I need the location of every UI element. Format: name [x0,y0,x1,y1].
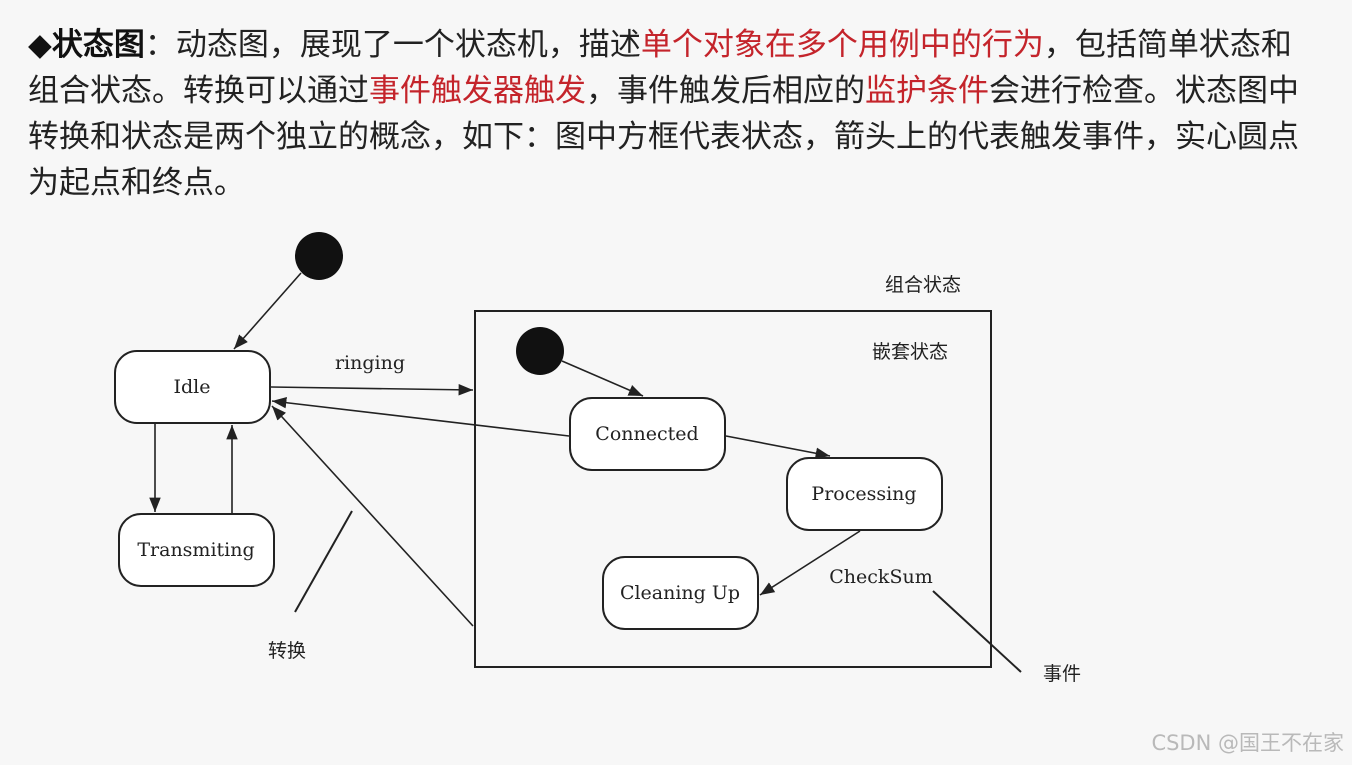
arrow-start-to-idle [233,272,302,350]
state-cleaning-up [602,556,759,630]
ringing-event-label: ringing [335,352,405,374]
composite-state-label: 组合状态 [885,274,961,296]
intro-text-4: 会进行检查。状态图中转换和状态是两个独立的概念，如下：图中方框代表状态，箭头上的… [28,73,1299,201]
arrow-composite-to-idle [271,405,474,627]
intro-text-3: ，事件触发后相应的 [586,73,865,109]
intro-highlight-2: 事件触发器触发 [369,73,586,109]
arrow-nested-start-to-connected [561,360,644,397]
arrow-idle-to-composite [270,384,474,396]
initial-state-dot [295,232,343,280]
transition-pointer-line [294,510,353,613]
state-transmitting [118,513,275,587]
intro-highlight-3: 监护条件 [865,73,989,109]
state-processing [786,457,943,531]
checksum-event-label: CheckSum [829,566,932,588]
transition-label: 转换 [268,640,306,662]
state-idle-label: Idle [174,376,211,398]
event-pointer-line [932,590,1022,673]
state-processing-label: Processing [811,483,916,505]
arrow-connected-to-processing [725,435,831,459]
intro-text-2: ，包括简单状态和组合状态。转换可以通过 [28,27,1292,109]
intro-text-1: ：动态图，展现了一个状态机，描述 [144,27,641,63]
composite-state-box [474,310,992,668]
nested-state-label: 嵌套状态 [872,341,948,363]
intro-title: 状态图 [51,27,145,63]
state-cleaning-up-label: Cleaning Up [620,582,740,604]
state-transmitting-label: Transmiting [137,539,254,561]
arrow-processing-to-cleaning [759,530,861,596]
arrow-connected-to-idle [271,396,570,437]
state-connected-label: Connected [595,423,698,445]
state-connected [569,397,726,471]
intro-highlight-1: 单个对象在多个用例中的行为 [640,27,1044,63]
nested-initial-state-dot [516,327,564,375]
bullet-icon: ◆ [28,27,52,63]
intro-paragraph: ◆状态图：动态图，展现了一个状态机，描述单个对象在多个用例中的行为，包括简单状态… [28,22,1318,206]
state-idle [114,350,271,424]
csdn-watermark: CSDN @国王不在家 [1151,731,1344,755]
event-label: 事件 [1043,663,1081,685]
